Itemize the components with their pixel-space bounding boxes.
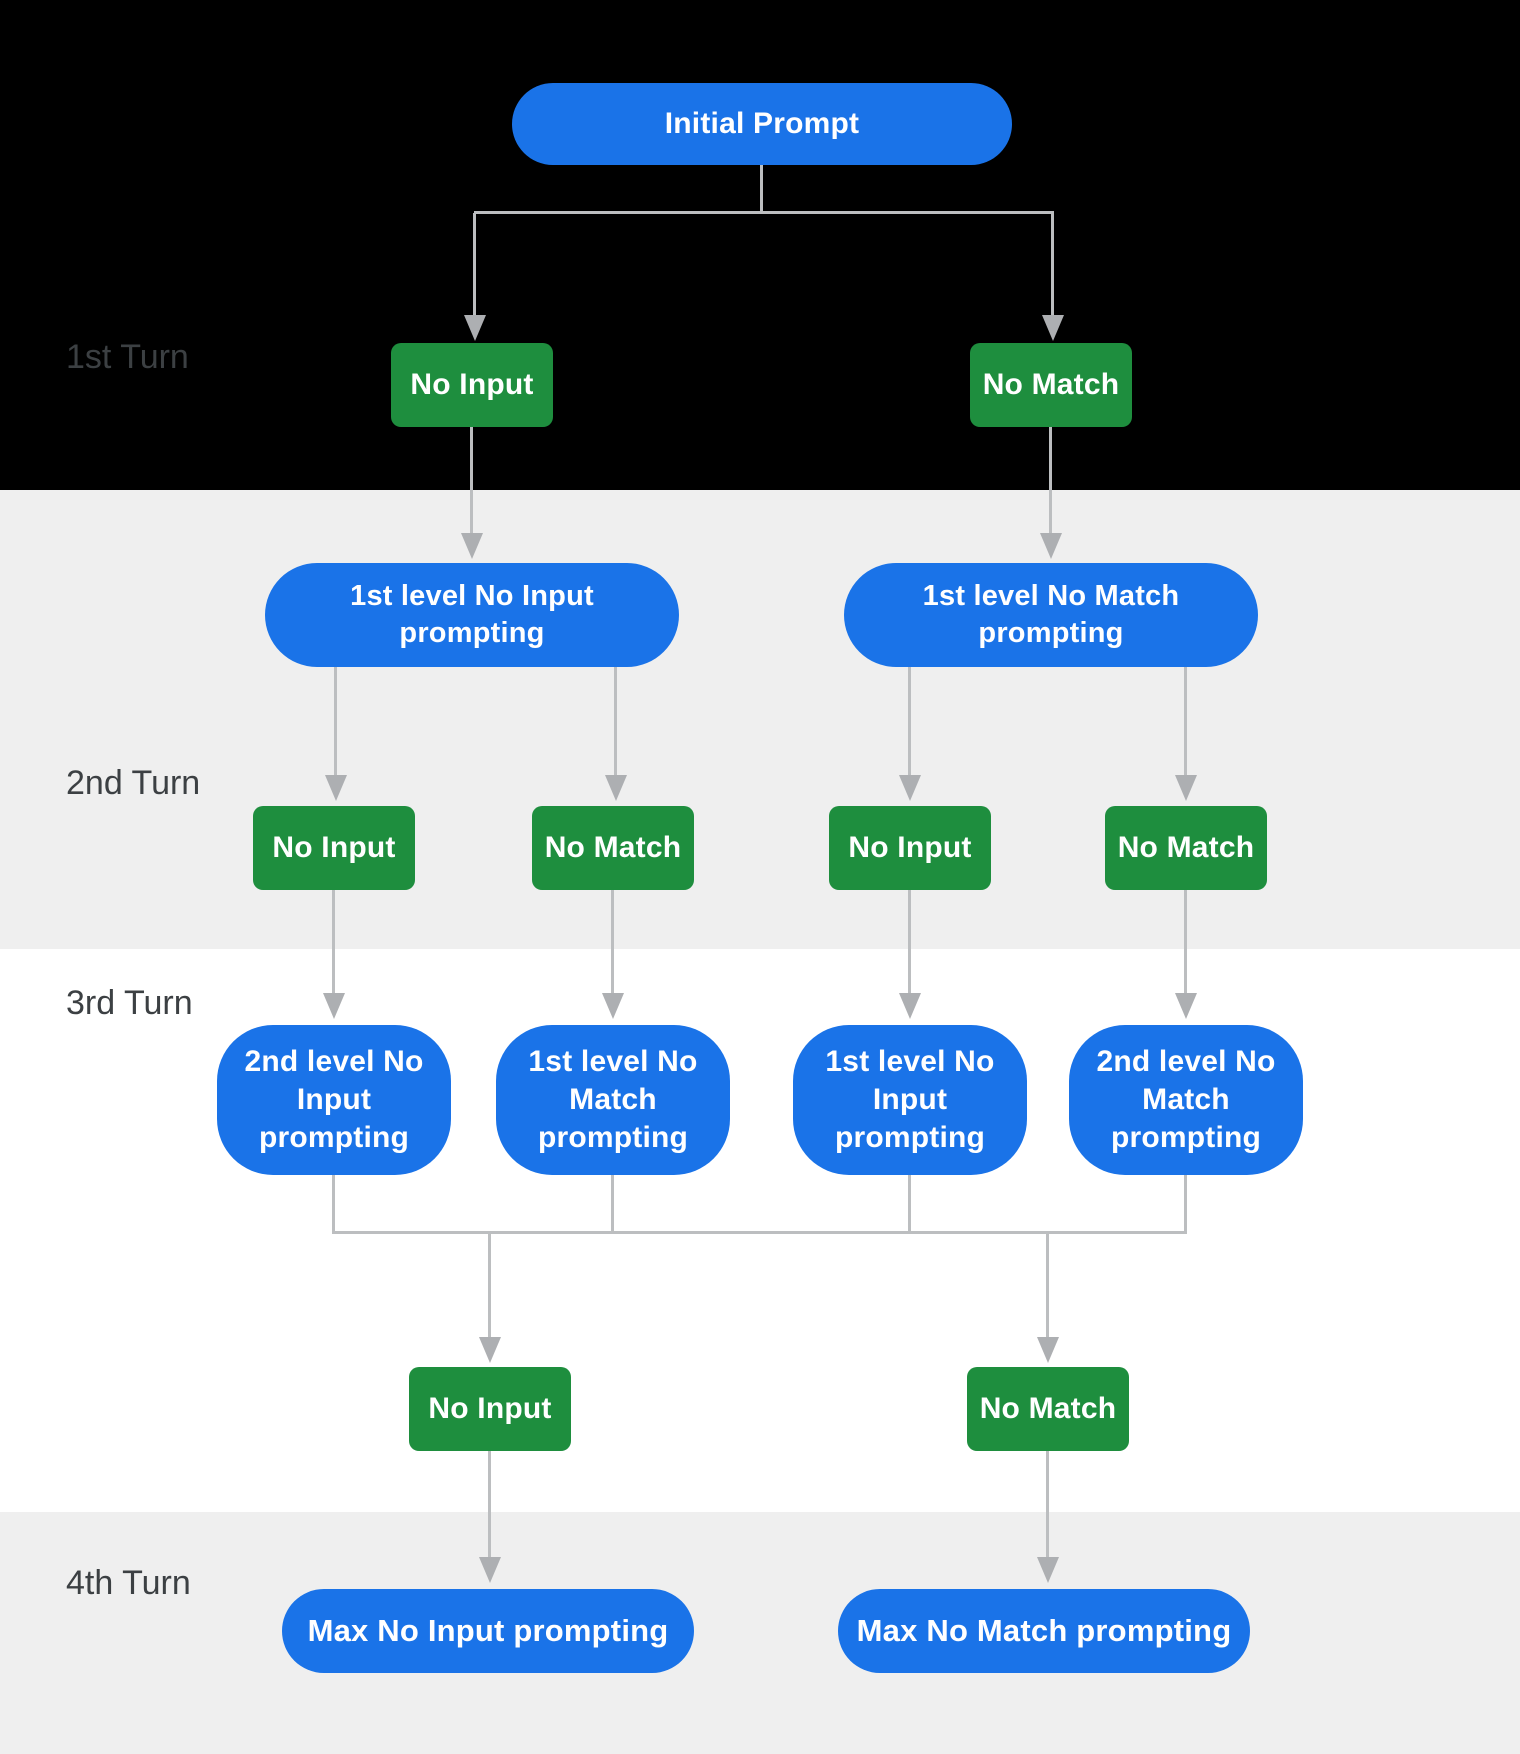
arrow-down-icon bbox=[1175, 775, 1197, 801]
node-2nd-level-no-input-prompting: 2nd level No Input prompting bbox=[217, 1025, 451, 1175]
flow-line bbox=[470, 427, 473, 533]
node-1st-level-no-input-prompting: 1st level No Input prompting bbox=[265, 563, 679, 667]
flow-line bbox=[1046, 1234, 1049, 1337]
flow-line bbox=[332, 1231, 1187, 1234]
band-turn1 bbox=[0, 0, 1520, 490]
node-turn2-no-match-2: No Match bbox=[1105, 806, 1267, 890]
flow-line bbox=[1051, 213, 1054, 315]
flow-line bbox=[332, 1175, 335, 1234]
node-turn2-no-match-1: No Match bbox=[532, 806, 694, 890]
turn-label-4: 4th Turn bbox=[66, 1564, 191, 1602]
flow-line bbox=[474, 211, 1054, 214]
arrow-down-icon bbox=[461, 533, 483, 559]
node-initial-prompt: Initial Prompt bbox=[512, 83, 1012, 165]
arrow-down-icon bbox=[1042, 315, 1064, 341]
flow-line bbox=[908, 1175, 911, 1234]
flow-line bbox=[760, 165, 763, 213]
arrow-down-icon bbox=[479, 1557, 501, 1583]
turn-label-1: 1st Turn bbox=[66, 338, 189, 376]
flow-line bbox=[1049, 427, 1052, 533]
node-max-no-match-prompting: Max No Match prompting bbox=[838, 1589, 1250, 1673]
arrow-down-icon bbox=[323, 993, 345, 1019]
node-turn2-no-input-1: No Input bbox=[253, 806, 415, 890]
node-turn4-no-input: No Input bbox=[409, 1367, 571, 1451]
flow-line bbox=[611, 1175, 614, 1234]
arrow-down-icon bbox=[479, 1337, 501, 1363]
flow-line bbox=[334, 667, 337, 775]
arrow-down-icon bbox=[899, 775, 921, 801]
turn-label-2: 2nd Turn bbox=[66, 764, 201, 802]
node-turn1-no-input: No Input bbox=[391, 343, 553, 427]
flow-line bbox=[488, 1234, 491, 1337]
arrow-down-icon bbox=[325, 775, 347, 801]
turn-label-3: 3rd Turn bbox=[66, 984, 193, 1022]
node-2nd-level-no-match-prompting: 2nd level No Match prompting bbox=[1069, 1025, 1303, 1175]
flow-line bbox=[1184, 890, 1187, 993]
flow-line bbox=[1184, 667, 1187, 775]
flow-line bbox=[1046, 1451, 1049, 1557]
flow-line bbox=[908, 667, 911, 775]
arrow-down-icon bbox=[899, 993, 921, 1019]
arrow-down-icon bbox=[1040, 533, 1062, 559]
node-1st-level-no-input-prompting-2: 1st level No Input prompting bbox=[793, 1025, 1027, 1175]
node-turn2-no-input-2: No Input bbox=[829, 806, 991, 890]
flow-line bbox=[614, 667, 617, 775]
flow-line bbox=[1184, 1175, 1187, 1234]
arrow-down-icon bbox=[1037, 1557, 1059, 1583]
band-turn2 bbox=[0, 490, 1520, 949]
arrow-down-icon bbox=[464, 315, 486, 341]
flow-line bbox=[611, 890, 614, 993]
flow-line bbox=[473, 213, 476, 315]
arrow-down-icon bbox=[1037, 1337, 1059, 1363]
node-max-no-input-prompting: Max No Input prompting bbox=[282, 1589, 694, 1673]
node-1st-level-no-match-prompting: 1st level No Match prompting bbox=[844, 563, 1258, 667]
arrow-down-icon bbox=[1175, 993, 1197, 1019]
node-1st-level-no-match-prompting-2: 1st level No Match prompting bbox=[496, 1025, 730, 1175]
flow-line bbox=[908, 890, 911, 993]
node-turn1-no-match: No Match bbox=[970, 343, 1132, 427]
flow-line bbox=[332, 890, 335, 993]
node-turn4-no-match: No Match bbox=[967, 1367, 1129, 1451]
flow-line bbox=[488, 1451, 491, 1557]
band-turn4 bbox=[0, 1512, 1520, 1754]
arrow-down-icon bbox=[605, 775, 627, 801]
arrow-down-icon bbox=[602, 993, 624, 1019]
